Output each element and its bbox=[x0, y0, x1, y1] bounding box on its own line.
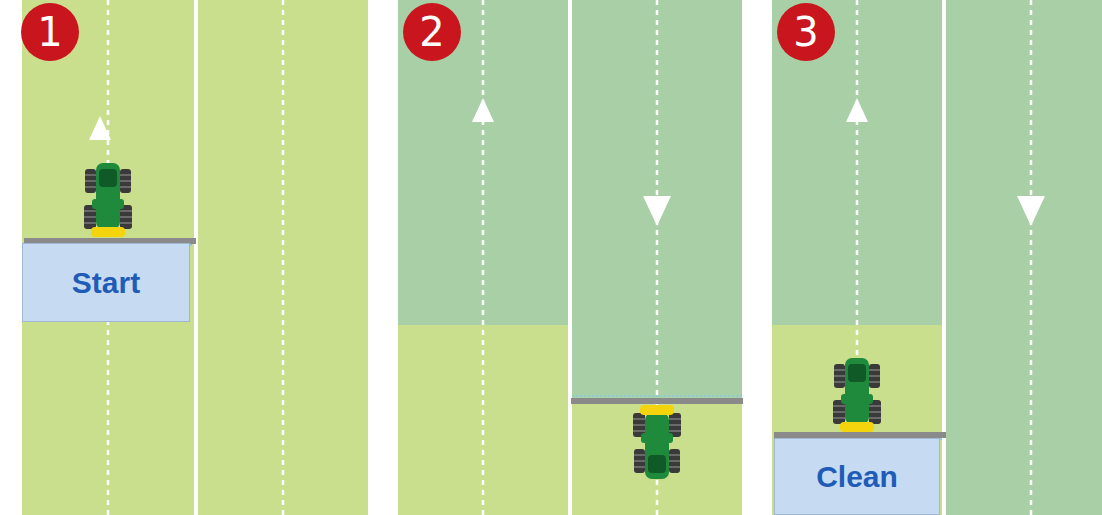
label-box: Start bbox=[22, 243, 190, 322]
callout-number: 2 bbox=[404, 4, 460, 60]
callout-number: 3 bbox=[778, 4, 834, 60]
box-label: Clean bbox=[816, 460, 898, 494]
box-label: Start bbox=[72, 266, 140, 300]
label-box: Clean bbox=[774, 438, 940, 515]
callout-number: 1 bbox=[22, 4, 78, 60]
